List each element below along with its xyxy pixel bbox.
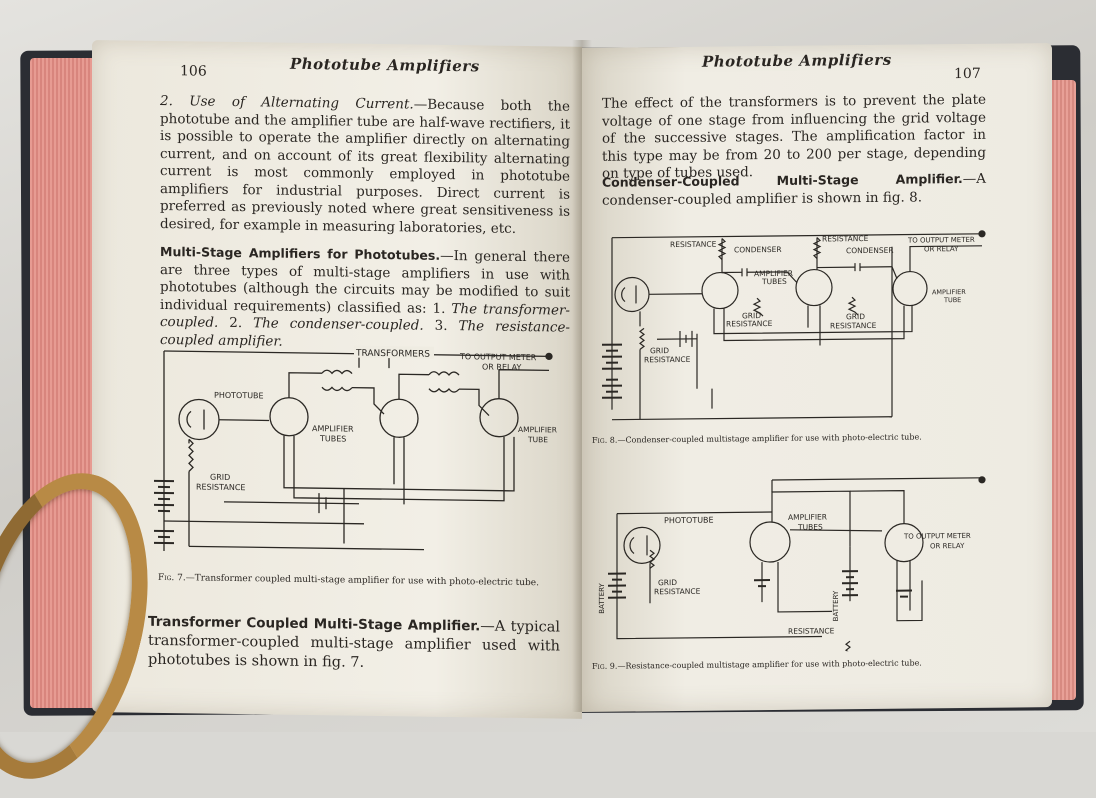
label-output: OR RELAY: [930, 542, 965, 550]
figure-8-diagram: RESISTANCE CONDENSER RESISTANCE CONDENSE…: [592, 226, 992, 430]
left-page: 106 Phototube Amplifiers 2. Use of Alter…: [92, 40, 582, 719]
label-resistance: RESISTANCE: [196, 482, 245, 492]
label-condenser: CONDENSER: [846, 246, 894, 255]
label-amplifier: AMPLIFIER: [312, 424, 354, 434]
label-tubes: TUBES: [761, 277, 787, 286]
running-head-left: Phototube Amplifiers: [290, 55, 480, 76]
label-transformers: TRANSFORMERS: [355, 349, 430, 360]
label-output: OR RELAY: [924, 245, 959, 253]
figure-9-caption: Fig. 9.—Resistance-coupled multistage am…: [592, 658, 922, 670]
paragraph-text: 3.: [424, 318, 459, 334]
label-tubes: TUBES: [797, 522, 823, 531]
paragraph-heading: Transformer Coupled Multi-Stage Amplifie…: [148, 614, 480, 635]
label-resistance: RESISTANCE: [654, 587, 701, 596]
label-output: TO OUTPUT METER: [903, 532, 971, 541]
paragraph-lead: 2. Use of Alternating Current.: [160, 93, 414, 113]
label-output: TO OUTPUT METER: [907, 236, 975, 245]
label-resistance: RESISTANCE: [670, 240, 717, 249]
label-resistance: RESISTANCE: [822, 234, 869, 243]
label-condenser: CONDENSER: [734, 245, 782, 254]
paragraph-alternating-current: 2. Use of Alternating Current.—Because b…: [160, 93, 570, 239]
paragraph-text: 2.: [218, 315, 253, 331]
label-resistance: RESISTANCE: [830, 321, 877, 330]
figure-9-diagram: TO OUTPUT METER OR RELAY PHOTOTUBE AMPLI…: [592, 470, 992, 654]
page-number-left: 106: [180, 63, 207, 79]
label-phototube: PHOTOTUBE: [664, 516, 714, 526]
label-resistance: RESISTANCE: [788, 626, 835, 635]
label-amplifier-tube: TUBE: [943, 296, 961, 304]
paragraph-text: The effect of the transformers is to pre…: [602, 92, 986, 182]
running-head-right: Phototube Amplifiers: [702, 51, 892, 71]
label-tubes: TUBES: [319, 434, 346, 443]
label-resistance: RESISTANCE: [726, 319, 773, 328]
right-page: Phototube Amplifiers 107 The effect of t…: [582, 43, 1052, 712]
paragraph-multi-stage: Multi-Stage Amplifiers for Phototubes.—I…: [160, 243, 570, 355]
caption-text: —Resistance-coupled multistage amplifier…: [617, 658, 921, 670]
label-output: TO OUTPUT METER: [459, 352, 537, 362]
paragraph-heading: Condenser-Coupled Multi-Stage Amplifier.: [602, 171, 963, 190]
caption-label: Fig. 7.: [158, 573, 186, 583]
label-grid: GRID: [650, 346, 669, 355]
list-item: The condenser-coupled.: [253, 315, 424, 333]
label-output: OR RELAY: [482, 362, 522, 372]
label-grid: GRID: [658, 578, 677, 587]
figure-8-caption: Fig. 8.—Condenser-coupled multistage amp…: [592, 432, 922, 444]
caption-label: Fig. 9.: [592, 662, 617, 671]
paragraph-condenser-coupled: Condenser-Coupled Multi-Stage Amplifier.…: [602, 170, 986, 210]
figure-7-diagram: TRANSFORMERS TO OUTPUT METER OR RELAY PH…: [144, 341, 564, 577]
label-phototube: PHOTOTUBE: [214, 391, 264, 401]
label-battery: BATTERY: [832, 590, 840, 621]
paragraph-transformer-coupled: Transformer Coupled Multi-Stage Amplifie…: [148, 613, 560, 676]
page-number-right: 107: [954, 66, 981, 82]
label-resistance: RESISTANCE: [644, 355, 691, 364]
label-amplifier-tube: AMPLIFIER: [518, 425, 557, 435]
label-amplifier-tube: TUBE: [527, 435, 548, 444]
label-amplifier: AMPLIFIER: [788, 512, 827, 521]
paragraph-text: —Because both the phototube and the ampl…: [160, 96, 570, 236]
label-battery: BATTERY: [598, 582, 606, 613]
label-grid: GRID: [846, 312, 865, 321]
caption-text: —Condenser-coupled multistage amplifier …: [617, 432, 921, 444]
caption-label: Fig. 8.: [592, 436, 617, 445]
caption-text: —Transformer coupled multi-stage amplifi…: [186, 573, 539, 588]
label-grid: GRID: [210, 473, 230, 482]
paragraph-heading: Multi-Stage Amplifiers for Phototubes.: [160, 244, 440, 263]
